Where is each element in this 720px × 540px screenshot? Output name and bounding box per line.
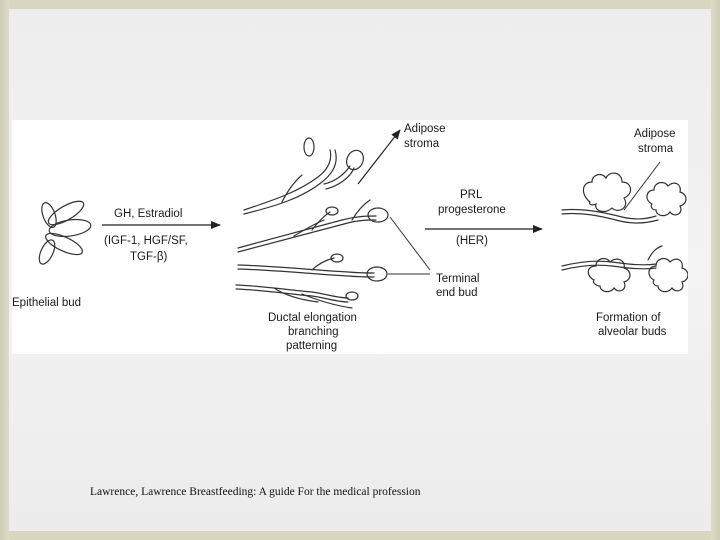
gh-estradiol-label: GH, Estradiol	[114, 208, 182, 220]
terminal-end-bud-label-line2: end bud	[436, 287, 478, 299]
her-label: (HER)	[456, 235, 488, 247]
adipose-stroma-2-label-line2: stroma	[638, 143, 674, 155]
mammary-development-figure: Epithelial bud GH, Estradiol (IGF-1, HGF…	[12, 120, 688, 354]
figure-caption: Lawrence, Lawrence Breastfeeding: A guid…	[90, 486, 421, 498]
adipose-stroma-pointer-2	[623, 161, 661, 211]
growth-factors-label-line1: (IGF-1, HGF/SF,	[104, 235, 188, 247]
epithelial-bud-drawing	[38, 200, 92, 265]
ductal-label-line3: patterning	[286, 340, 337, 352]
alveolar-buds-drawing	[561, 172, 688, 293]
progesterone-label: progesterone	[438, 204, 506, 216]
adipose-stroma-arrow-1	[357, 129, 401, 185]
alveolar-label-line1: Formation of	[596, 312, 661, 324]
diagram-canvas: Epithelial bud GH, Estradiol (IGF-1, HGF…	[12, 123, 688, 352]
ductal-label-line1: Ductal elongation	[268, 312, 357, 324]
pointer-lines	[388, 216, 431, 275]
prl-label: PRL	[460, 189, 483, 201]
epithelial-bud-label: Epithelial bud	[12, 297, 81, 309]
ductal-label-line2: branching	[288, 326, 339, 338]
slide-frame-top	[0, 0, 720, 9]
alveolar-label-line2: alveolar buds	[598, 326, 667, 338]
slide-frame-right	[711, 0, 720, 540]
adipose-stroma-1-label-line1: Adipose	[404, 123, 446, 135]
adipose-stroma-2-label-line1: Adipose	[634, 128, 676, 140]
slide-frame-left	[0, 0, 9, 540]
slide-frame-bottom	[0, 531, 720, 540]
ductal-tree-drawing	[235, 137, 389, 309]
terminal-end-bud-label-line1: Terminal	[436, 273, 479, 285]
adipose-stroma-1-label-line2: stroma	[404, 138, 440, 150]
growth-factors-label-line2: TGF-β)	[130, 251, 167, 263]
